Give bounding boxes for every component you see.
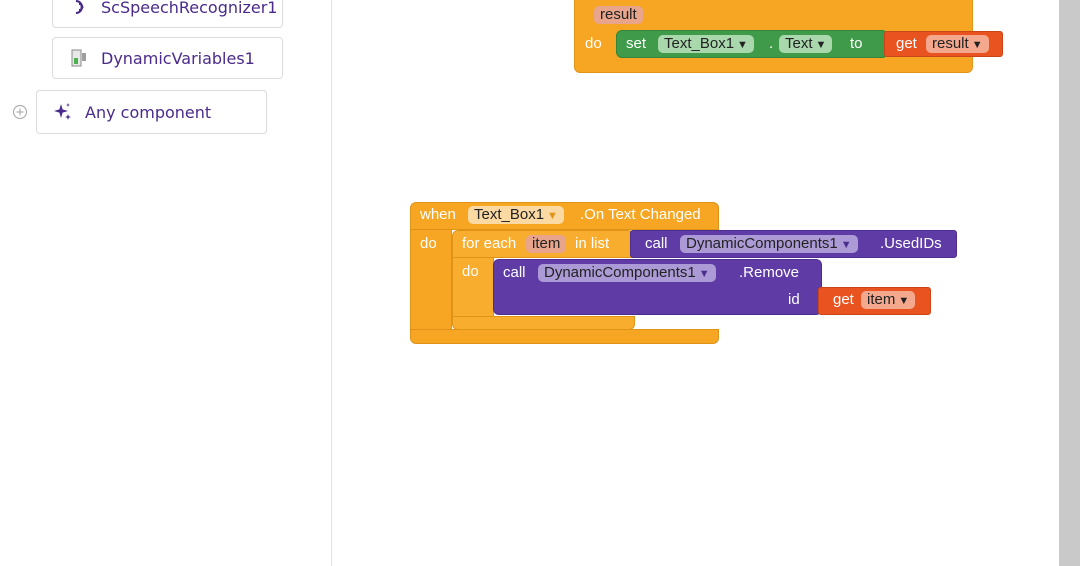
result-param-field[interactable]: result bbox=[594, 6, 643, 24]
dropdown-arrow-icon: ▼ bbox=[971, 39, 983, 51]
expand-plus-icon[interactable] bbox=[12, 104, 28, 120]
dot-label: . bbox=[769, 35, 774, 52]
when-text-changed-block[interactable] bbox=[410, 202, 719, 230]
to-label: to bbox=[850, 35, 863, 52]
for-each-body-bottom bbox=[452, 316, 635, 330]
component-label: DynamicVariables1 bbox=[101, 48, 255, 68]
event-component-dropdown[interactable]: Text_Box1▼ bbox=[468, 206, 564, 224]
any-component-item[interactable]: Any component bbox=[36, 90, 267, 134]
dropdown-arrow-icon: ▼ bbox=[840, 239, 852, 251]
in-list-label: in list bbox=[575, 235, 610, 252]
for-each-body-left bbox=[452, 257, 494, 319]
component-item-speech-recognizer[interactable]: ScSpeechRecognizer1 bbox=[52, 0, 283, 28]
blocks-workspace[interactable]: result do set Text_Box1▼ . Text▼ to get … bbox=[332, 0, 1059, 566]
set-component-dropdown[interactable]: Text_Box1▼ bbox=[658, 35, 754, 53]
dropdown-arrow-icon: ▼ bbox=[898, 295, 910, 307]
event-body-left bbox=[410, 229, 452, 334]
for-each-block[interactable] bbox=[452, 230, 634, 258]
component-label: Any component bbox=[85, 102, 212, 122]
event-do-label: do bbox=[420, 235, 437, 252]
component-label: ScSpeechRecognizer1 bbox=[101, 0, 278, 17]
call-component-value: DynamicComponents1 bbox=[686, 235, 838, 252]
get-item-dropdown[interactable]: item▼ bbox=[861, 291, 916, 309]
set-component-value: Text_Box1 bbox=[664, 35, 735, 52]
dropdown-arrow-icon: ▼ bbox=[698, 268, 710, 280]
when-label: when bbox=[420, 206, 456, 223]
speech-recognizer-icon bbox=[69, 0, 89, 17]
event-name-label: .On Text Changed bbox=[580, 206, 701, 223]
dropdown-arrow-icon: ▼ bbox=[815, 39, 827, 51]
call-label: call bbox=[503, 264, 526, 281]
call-remove-component-value: DynamicComponents1 bbox=[544, 264, 696, 281]
call-label: call bbox=[645, 235, 668, 252]
component-sidebar: ScSpeechRecognizer1 DynamicVariables1 An… bbox=[0, 0, 332, 566]
set-property-dropdown[interactable]: Text▼ bbox=[779, 35, 833, 53]
for-each-label: for each bbox=[462, 235, 517, 252]
id-label: id bbox=[788, 291, 800, 308]
call-remove-component-dropdown[interactable]: DynamicComponents1▼ bbox=[538, 264, 716, 282]
dropdown-arrow-icon: ▼ bbox=[737, 39, 748, 51]
get-var-value: result bbox=[932, 35, 969, 52]
get-label: get bbox=[833, 291, 854, 308]
get-label: get bbox=[896, 35, 917, 52]
dropdown-arrow-icon: ▼ bbox=[547, 210, 558, 222]
remove-method-label: .Remove bbox=[739, 264, 800, 281]
for-each-do-label: do bbox=[462, 263, 479, 280]
get-item-value: item bbox=[867, 291, 896, 308]
item-variable-field[interactable]: item bbox=[526, 235, 567, 253]
method-label: .UsedIDs bbox=[880, 235, 942, 252]
component-item-dynamic-variables[interactable]: DynamicVariables1 bbox=[52, 37, 283, 79]
call-component-dropdown[interactable]: DynamicComponents1▼ bbox=[680, 235, 858, 253]
do-label: do bbox=[585, 35, 602, 52]
get-var-dropdown[interactable]: result▼ bbox=[926, 35, 989, 53]
sparkle-icon bbox=[53, 102, 73, 122]
event-component-value: Text_Box1 bbox=[474, 206, 545, 223]
set-label: set bbox=[626, 35, 647, 52]
workspace-scrollbar[interactable] bbox=[1059, 0, 1080, 566]
dynamic-variables-icon bbox=[69, 48, 89, 68]
event-body-bottom bbox=[410, 329, 719, 344]
set-property-value: Text bbox=[785, 35, 813, 52]
